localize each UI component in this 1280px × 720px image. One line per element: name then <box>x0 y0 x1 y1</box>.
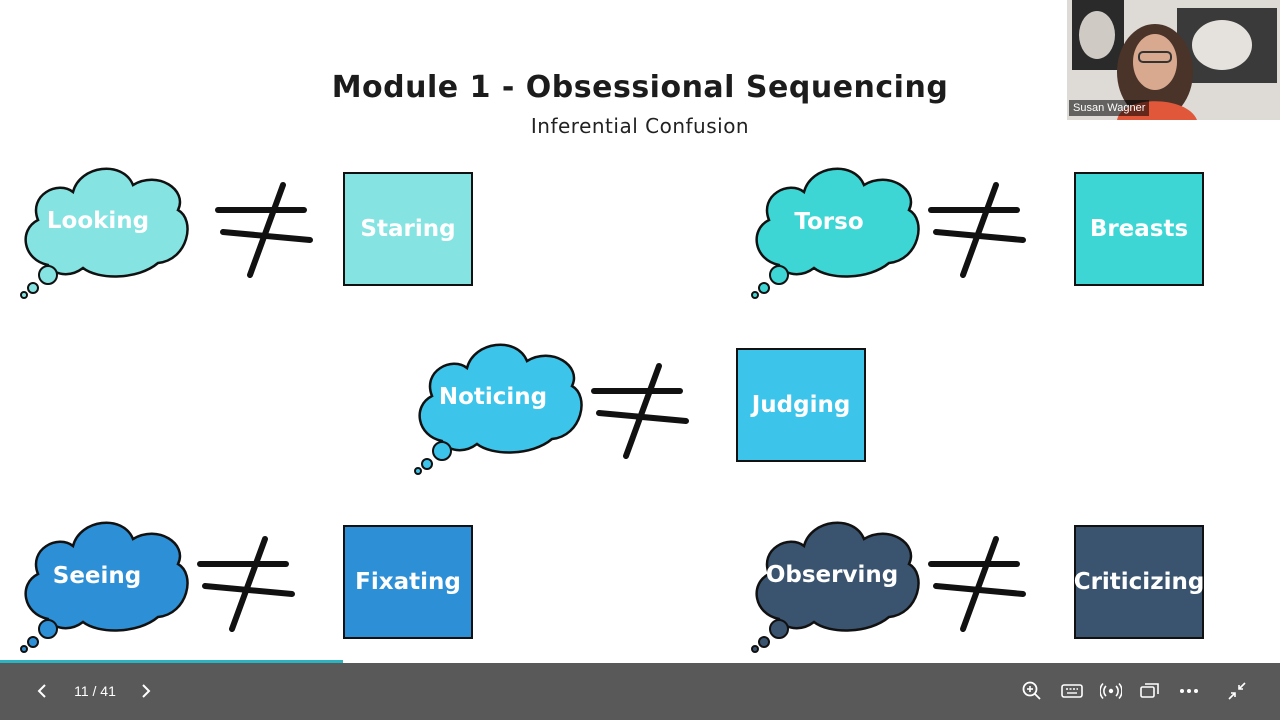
zoom-button[interactable] <box>1014 673 1050 709</box>
action-box: Criticizing <box>1074 525 1204 639</box>
action-box: Staring <box>343 172 473 286</box>
thought-cloud-icon <box>20 167 313 299</box>
not-equal-icon <box>215 182 313 278</box>
next-slide-button[interactable] <box>128 673 164 709</box>
broadcast-button[interactable] <box>1093 673 1129 709</box>
not-equal-icon <box>197 536 295 632</box>
pair-seeing: Seeing Fixating <box>18 514 478 654</box>
previous-slide-button[interactable] <box>24 673 60 709</box>
thought-label: Seeing <box>52 563 142 589</box>
thought-cloud-icon <box>414 343 689 475</box>
chevron-right-icon <box>142 684 151 698</box>
not-equal-icon <box>928 536 1026 632</box>
chevron-left-icon <box>37 684 46 698</box>
pair-looking: Looking Staring <box>18 160 478 300</box>
presentation-toolbar <box>0 663 1280 720</box>
exit-fullscreen-button[interactable] <box>1219 673 1255 709</box>
participant-video[interactable]: Susan Wagner <box>1067 0 1280 120</box>
broadcast-icon <box>1100 682 1122 700</box>
not-equal-icon <box>591 363 689 459</box>
keyboard-button[interactable] <box>1054 673 1090 709</box>
participant-avatar <box>1067 0 1280 120</box>
zoom-in-icon <box>1022 681 1041 700</box>
participant-name: Susan Wagner <box>1069 100 1150 116</box>
thought-label: Observing <box>765 562 899 588</box>
presentation-progress-bar <box>0 660 344 664</box>
keyboard-icon <box>1061 684 1083 698</box>
pair-observing: Observing Criticizing <box>749 514 1209 654</box>
action-box: Breasts <box>1074 172 1204 286</box>
thought-cloud-icon <box>751 167 1026 299</box>
thought-label: Noticing <box>438 384 548 410</box>
not-equal-icon <box>928 182 1026 278</box>
more-options-button[interactable] <box>1171 673 1207 709</box>
action-box: Judging <box>736 348 866 462</box>
collapse-icon <box>1228 682 1246 700</box>
thought-label: Torso <box>794 209 864 235</box>
slide-title: Module 1 - Obsessional Sequencing <box>331 70 949 105</box>
window-icon <box>1140 683 1159 698</box>
thought-label: Looking <box>46 208 150 234</box>
action-box: Fixating <box>343 525 473 639</box>
thought-cloud-icon <box>751 521 1026 653</box>
window-button[interactable] <box>1132 673 1168 709</box>
page-indicator: 11 / 41 <box>74 683 116 699</box>
pair-noticing: Noticing Judging <box>412 336 872 476</box>
pair-torso: Torso Breasts <box>749 160 1209 300</box>
thought-cloud-icon <box>20 521 295 653</box>
slide-subtitle: Inferential Confusion <box>530 114 750 138</box>
more-horizontal-icon <box>1180 689 1198 693</box>
slide-canvas: Module 1 - Obsessional Sequencing Infere… <box>18 70 1209 654</box>
